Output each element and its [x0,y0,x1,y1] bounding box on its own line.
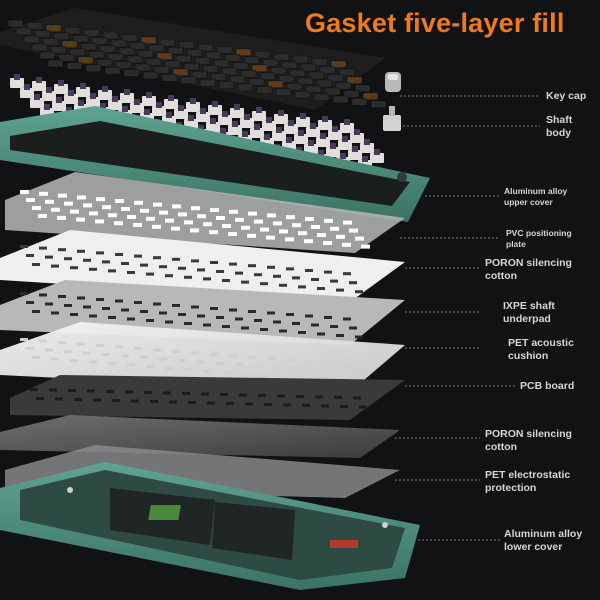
lower-cover-layer [0,462,420,590]
pcb-board-layer [10,375,405,420]
sample-keycap-icon [385,72,401,92]
keycap-grid [7,19,387,109]
upper-cover-layer [0,106,430,222]
page-title: Gasket five-layer fill [305,8,565,38]
leader-lines [395,95,540,541]
label-pcb-board: PCB board [520,380,575,392]
pvc-plate-layer [5,172,405,253]
label-key-cap: Key cap [546,90,587,102]
sample-shaft-icon [383,106,401,131]
poron-cotton-lower-layer [0,415,400,458]
keycap-layer [0,8,387,110]
